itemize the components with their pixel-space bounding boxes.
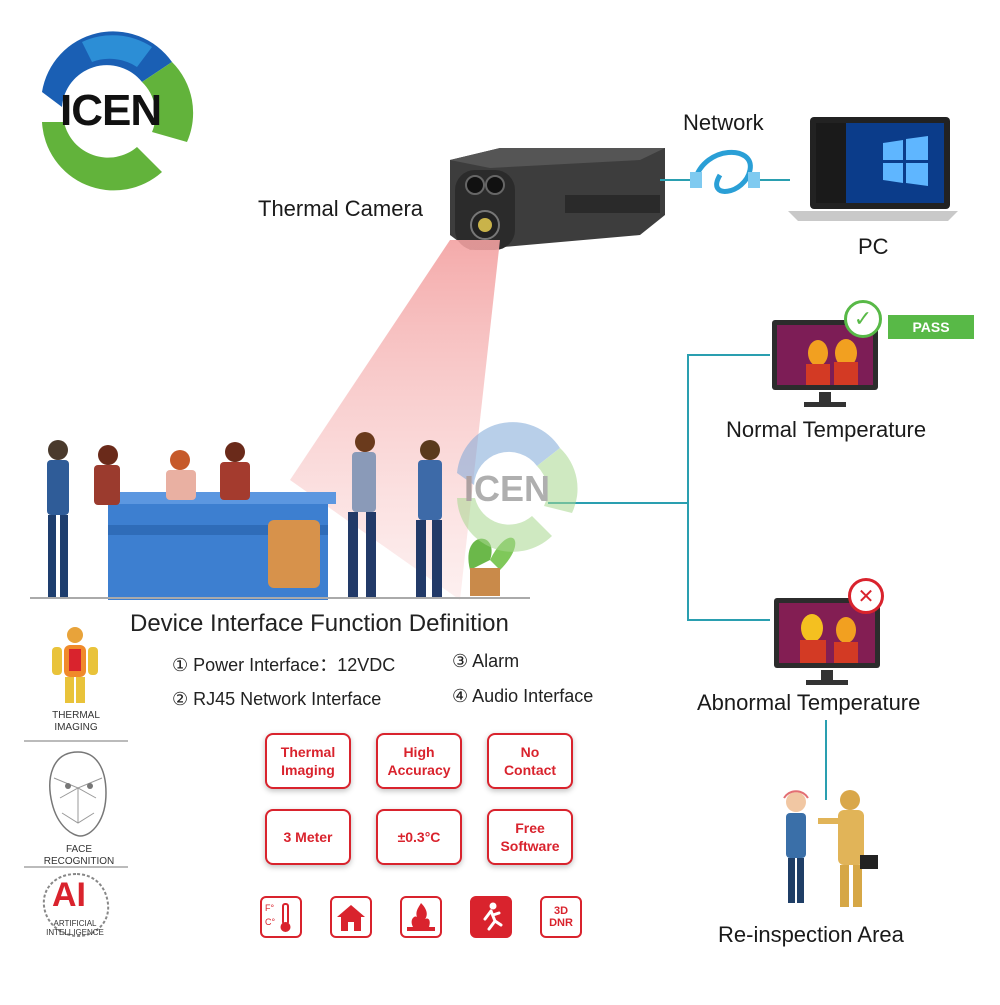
pc-label: PC <box>858 234 889 259</box>
reinspection-illustration <box>770 780 890 915</box>
feature-free-software-text: Free Software <box>500 820 560 854</box>
interface-item-audio: ④ Audio Interface <box>452 686 594 706</box>
feature-accuracy-value-text: ±0.3°C <box>397 829 441 845</box>
icen-watermark: ICEN <box>442 418 582 558</box>
feature-no-contact: No Contact <box>487 733 573 789</box>
running-person-icon <box>470 896 512 938</box>
pass-badge: PASS <box>888 315 974 339</box>
feature-3-meter: 3 Meter <box>265 809 351 865</box>
interface-item-alarm: ③ Alarm <box>452 651 520 671</box>
ai-logo-text: AI <box>52 876 86 914</box>
network-label: Network <box>683 110 764 135</box>
interface-definition-title: Device Interface Function Definition <box>130 610 509 637</box>
feature-thermal-imaging: Thermal Imaging <box>265 733 351 789</box>
network-cable-icon <box>660 140 790 210</box>
3d-dnr-icon: 3D DNR <box>540 896 582 938</box>
ai-brain-icon: AI <box>36 870 116 940</box>
house-alarm-icon <box>330 896 372 938</box>
interface-item-power: ① Power Interface：12VDC <box>172 655 396 675</box>
thermal-imaging-caption: THERMAL IMAGING <box>52 710 100 733</box>
feature-3-meter-text: 3 Meter <box>283 829 333 845</box>
fire-alarm-icon <box>400 896 442 938</box>
thermal-camera-illustration <box>440 140 680 270</box>
feature-thermal-imaging-text: Thermal Imaging <box>280 744 336 778</box>
ai-caption: ARTIFICIAL INTELLIGENCE <box>46 919 104 937</box>
abnormal-temperature-label: Abnormal Temperature <box>697 690 921 715</box>
abnormal-temperature-monitor <box>772 596 882 688</box>
icen-logo-mark <box>26 26 198 198</box>
thermal-camera-label: Thermal Camera <box>258 196 424 221</box>
thermal-body-icon <box>40 625 110 705</box>
feature-accuracy-value: ±0.3°C <box>376 809 462 865</box>
reception-scene-illustration <box>30 430 530 602</box>
pc-laptop-illustration <box>788 115 958 225</box>
pass-check-icon: ✓ <box>844 300 882 338</box>
sensing-beam <box>230 240 530 620</box>
icen-logo-text: ICEN <box>60 86 162 135</box>
icen-logo: ICEN <box>22 22 202 202</box>
feature-no-contact-text: No Contact <box>503 744 557 778</box>
face-mesh-icon <box>40 748 116 840</box>
face-recognition-caption: FACE RECOGNITION <box>43 844 115 867</box>
feature-high-accuracy: High Accuracy <box>376 733 462 789</box>
interface-item-rj45: ② RJ45 Network Interface <box>172 689 382 709</box>
svg-text:C°: C° <box>265 917 275 927</box>
feature-free-software: Free Software <box>487 809 573 865</box>
icen-watermark-text: ICEN <box>464 468 551 509</box>
side-divider-1 <box>24 740 128 742</box>
feature-high-accuracy-text: High Accuracy <box>387 744 451 778</box>
normal-temperature-label: Normal Temperature <box>726 417 927 442</box>
fail-cross-icon: ✕ <box>848 578 884 614</box>
3d-dnr-glyph: 3D DNR <box>549 905 573 929</box>
reinspection-area-label: Re-inspection Area <box>718 922 904 947</box>
side-divider-2 <box>24 866 128 868</box>
thermometer-icon: F° C° <box>260 896 302 938</box>
svg-text:F°: F° <box>265 903 274 913</box>
